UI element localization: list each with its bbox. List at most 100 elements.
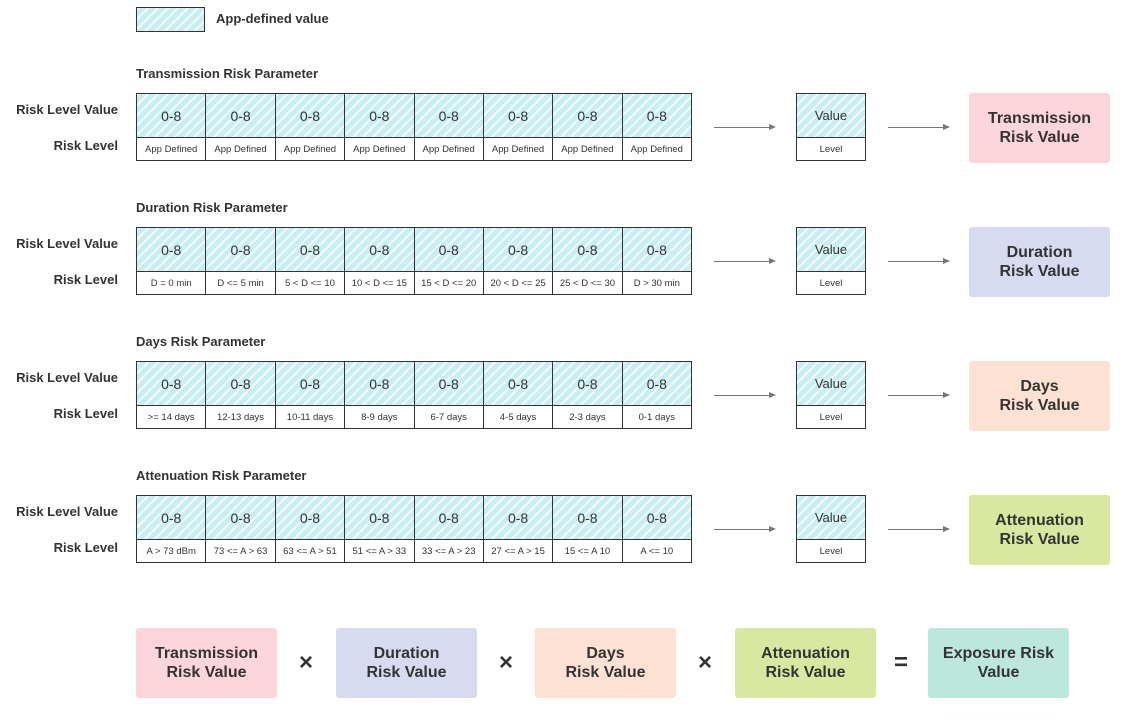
grid-cell: 0-8 2-3 days (553, 362, 623, 428)
cell-level: 2-3 days (569, 411, 606, 423)
result-box: Value Level (796, 93, 866, 161)
section-title: Attenuation Risk Parameter (136, 468, 307, 483)
cell-value: 0-8 (622, 496, 691, 540)
section-title: Duration Risk Parameter (136, 200, 288, 215)
cell-value: 0-8 (483, 496, 553, 540)
grid-cell: 0-8 >= 14 days (137, 362, 207, 428)
cell-level: >= 14 days (147, 411, 195, 423)
equation-line-2: Value (977, 664, 1020, 681)
transmission-risk-section: Transmission Risk Parameter Risk Level V… (0, 66, 1125, 206)
cell-level: D > 30 min (633, 277, 680, 289)
cell-level: D = 0 min (150, 277, 192, 289)
section-title: Days Risk Parameter (136, 334, 266, 349)
cell-level: 25 < D <= 30 (559, 277, 616, 289)
grid-cell: 0-8 10 < D <= 15 (345, 228, 415, 294)
cell-level: 5 < D <= 10 (284, 277, 335, 289)
result-level: Level (819, 277, 843, 289)
equation-line-2: Risk Value (166, 664, 247, 681)
cell-value: 0-8 (483, 362, 553, 406)
equation-line-2: Risk Value (366, 664, 447, 681)
multiply-operator: × (298, 649, 313, 676)
cell-value: 0-8 (206, 362, 275, 406)
legend-label: App-defined value (216, 11, 329, 26)
cell-level: 33 <= A > 23 (421, 545, 476, 557)
result-box: Value Level (796, 495, 866, 563)
result-value: Value (797, 94, 865, 138)
parameter-grid: 0-8 D = 0 min 0-8 D <= 5 min 0-8 5 < D <= 1… (136, 227, 692, 295)
attenuation-risk-section: Attenuation Risk Parameter Risk Level Va… (0, 468, 1125, 608)
result-level: Level (819, 411, 843, 423)
cell-value: 0-8 (414, 496, 483, 540)
cell-value: 0-8 (137, 362, 206, 406)
cell-level: D <= 5 min (217, 277, 264, 289)
cell-value: 0-8 (275, 228, 345, 272)
risk-level-value-label: Risk Level Value (16, 504, 118, 519)
cell-value: 0-8 (483, 94, 553, 138)
cell-value: 0-8 (553, 362, 622, 406)
cell-level: App Defined (561, 143, 614, 155)
cell-value: 0-8 (275, 362, 345, 406)
cell-value: 0-8 (414, 362, 483, 406)
cell-level: 63 <= A > 51 (283, 545, 337, 557)
risk-level-label: Risk Level (53, 138, 118, 153)
equation-line-1: Duration (373, 645, 440, 662)
risk-level-value-label: Risk Level Value (16, 236, 118, 251)
equation-line-1: Days (586, 645, 625, 662)
result-level: Level (819, 143, 843, 155)
output-line-1: Duration (1006, 244, 1073, 261)
output-line-2: Risk Value (999, 129, 1080, 146)
grid-cell: 0-8 10-11 days (275, 362, 346, 428)
section-title: Transmission Risk Parameter (136, 66, 319, 81)
risk-level-label: Risk Level (53, 406, 118, 421)
cell-value: 0-8 (345, 228, 414, 272)
cell-value: 0-8 (137, 228, 206, 272)
cell-level: 10 < D <= 15 (351, 277, 407, 289)
output-line-2: Risk Value (999, 531, 1080, 548)
cell-value: 0-8 (414, 228, 483, 272)
equation-line-2: Risk Value (565, 664, 646, 681)
equation-line-1: Attenuation (761, 645, 850, 662)
arrow-right-icon (714, 390, 776, 402)
cell-level: 73 <= A > 63 (213, 545, 268, 557)
cell-value: 0-8 (622, 94, 691, 138)
cell-level: 4-5 days (499, 411, 537, 423)
cell-value: 0-8 (553, 496, 622, 540)
legend-swatch (136, 7, 205, 32)
arrow-right-icon (888, 256, 950, 268)
cell-level: 10-11 days (286, 411, 334, 423)
risk-level-label: Risk Level (53, 540, 118, 555)
grid-cell: 0-8 5 < D <= 10 (275, 228, 346, 294)
result-value: Value (797, 496, 865, 540)
arrow-right-icon (888, 390, 950, 402)
days-risk-section: Days Risk Parameter Risk Level Value Ris… (0, 334, 1125, 474)
cell-value: 0-8 (206, 228, 275, 272)
result-box: Value Level (796, 227, 866, 295)
arrow-right-icon (714, 122, 776, 134)
arrow-right-icon (888, 524, 950, 536)
equation-line-2: Risk Value (765, 664, 846, 681)
cell-level: App Defined (630, 143, 683, 155)
output-line-1: Days (1020, 378, 1059, 395)
